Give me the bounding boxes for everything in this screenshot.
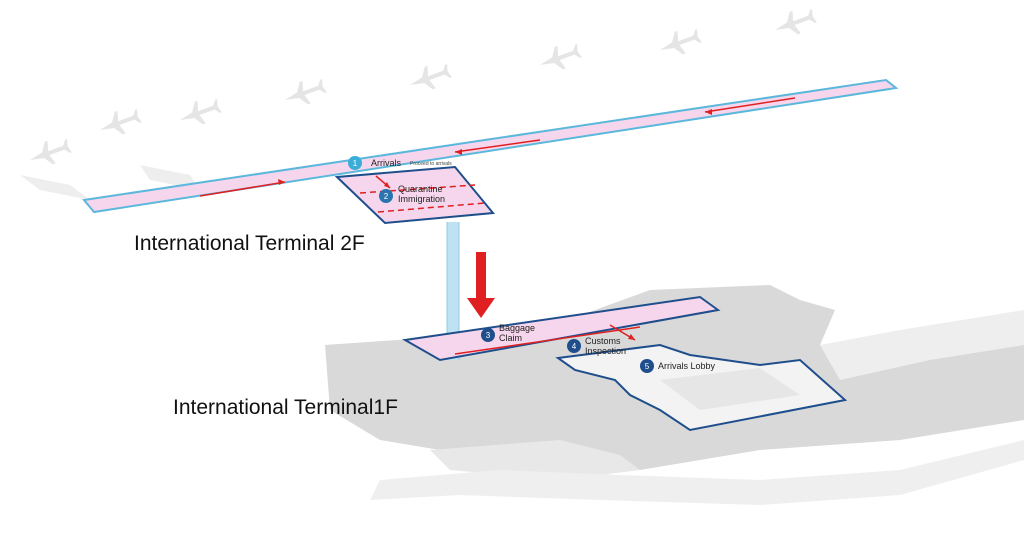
aircraft-icon xyxy=(25,134,74,172)
step-1-marker: 1 Arrivals Proceed to arrivals xyxy=(348,156,452,170)
step-label: Immigration xyxy=(398,194,445,204)
aircraft-icon xyxy=(535,39,584,77)
step-badge xyxy=(481,328,495,342)
aircraft-icon xyxy=(770,4,819,42)
step-badge xyxy=(379,189,393,203)
aircraft-icon xyxy=(95,104,144,142)
step-badge xyxy=(567,339,581,353)
floor-2f-immigration-block xyxy=(334,165,495,225)
step-2-marker: 2 Quarantine Immigration xyxy=(379,184,445,204)
step-label: Baggage xyxy=(499,323,535,333)
step-badge xyxy=(640,359,654,373)
floor-1f-arrivals-lobby xyxy=(555,343,848,432)
step-label: Quarantine xyxy=(398,184,443,194)
step-number: 3 xyxy=(486,331,491,340)
step-note: Proceed to arrivals xyxy=(410,161,452,167)
step-number: 4 xyxy=(572,342,577,351)
floor-2f-concourse xyxy=(82,78,899,214)
step-4-marker: 4 Customs Inspection xyxy=(567,336,626,356)
step-label: Arrivals xyxy=(371,158,402,168)
down-arrow-icon xyxy=(467,252,495,318)
aircraft-icon xyxy=(655,24,704,62)
aircraft-icon xyxy=(405,59,454,97)
step-3-marker: 3 Baggage Claim xyxy=(481,323,535,343)
step-number: 1 xyxy=(353,159,358,168)
step-label: Arrivals Lobby xyxy=(658,361,716,371)
floor-1f-title: International Terminal1F xyxy=(173,396,398,419)
aircraft-group xyxy=(20,4,819,200)
aircraft-icon xyxy=(175,94,224,132)
step-number: 2 xyxy=(384,192,389,201)
step-number: 5 xyxy=(645,362,650,371)
step-label: Customs xyxy=(585,336,621,346)
direction-arrow-icon xyxy=(199,181,286,197)
direction-arrow-icon xyxy=(704,97,796,113)
step-label: Claim xyxy=(499,333,522,343)
step-5-marker: 5 Arrivals Lobby xyxy=(640,359,716,373)
direction-arrow-icon xyxy=(454,139,541,153)
step-label: Inspection xyxy=(585,346,626,356)
aircraft-icon xyxy=(280,74,329,112)
floor-1f-concourse xyxy=(401,295,721,362)
step-badge xyxy=(348,156,362,170)
floor-2f-title: International Terminal 2F xyxy=(134,232,365,255)
